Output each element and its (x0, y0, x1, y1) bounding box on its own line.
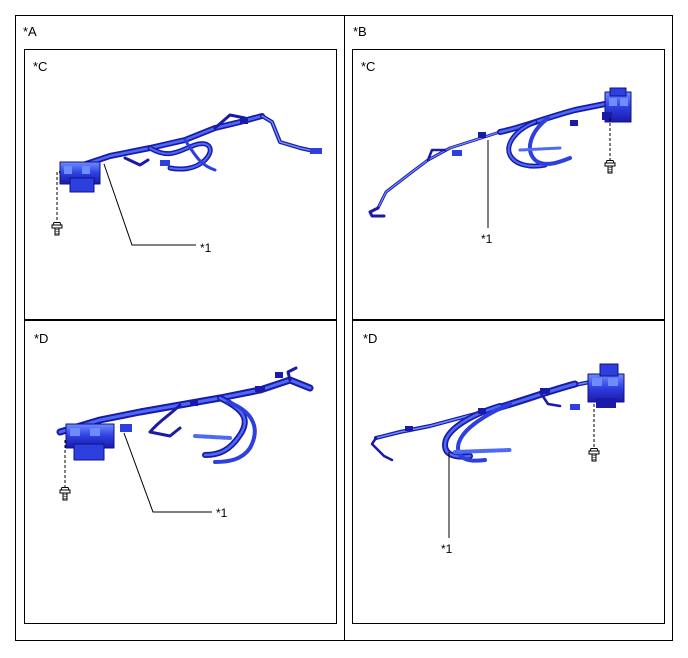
bolt-icon (59, 487, 71, 501)
bolt-icon (604, 160, 616, 174)
harness-a-c (59, 113, 322, 193)
panel-a-c-label: *C (33, 59, 48, 74)
panel-b-d-label: *D (363, 331, 378, 346)
panel-a-c (24, 49, 337, 320)
callout-a-d: *1 (216, 506, 228, 520)
bolt-icon (588, 448, 600, 462)
bolt-icon (51, 222, 63, 236)
panel-b-c (352, 49, 665, 320)
harness-b-c (368, 87, 632, 218)
leader-line-a-c (103, 163, 196, 246)
section-a-label: *A (23, 24, 37, 39)
callout-a-c: *1 (200, 241, 212, 255)
panel-a-d-label: *D (34, 331, 49, 346)
panel-a-d (24, 320, 337, 624)
panel-b-d (352, 320, 665, 624)
harness-a-d (56, 366, 314, 464)
leader-line-a-d (123, 432, 212, 513)
section-a-frame (15, 15, 345, 641)
callout-b-c: *1 (481, 232, 493, 246)
section-b-label: *B (353, 24, 367, 39)
callout-b-d: *1 (441, 542, 453, 556)
harness-b-d (370, 363, 625, 463)
panel-b-c-label: *C (361, 59, 376, 74)
